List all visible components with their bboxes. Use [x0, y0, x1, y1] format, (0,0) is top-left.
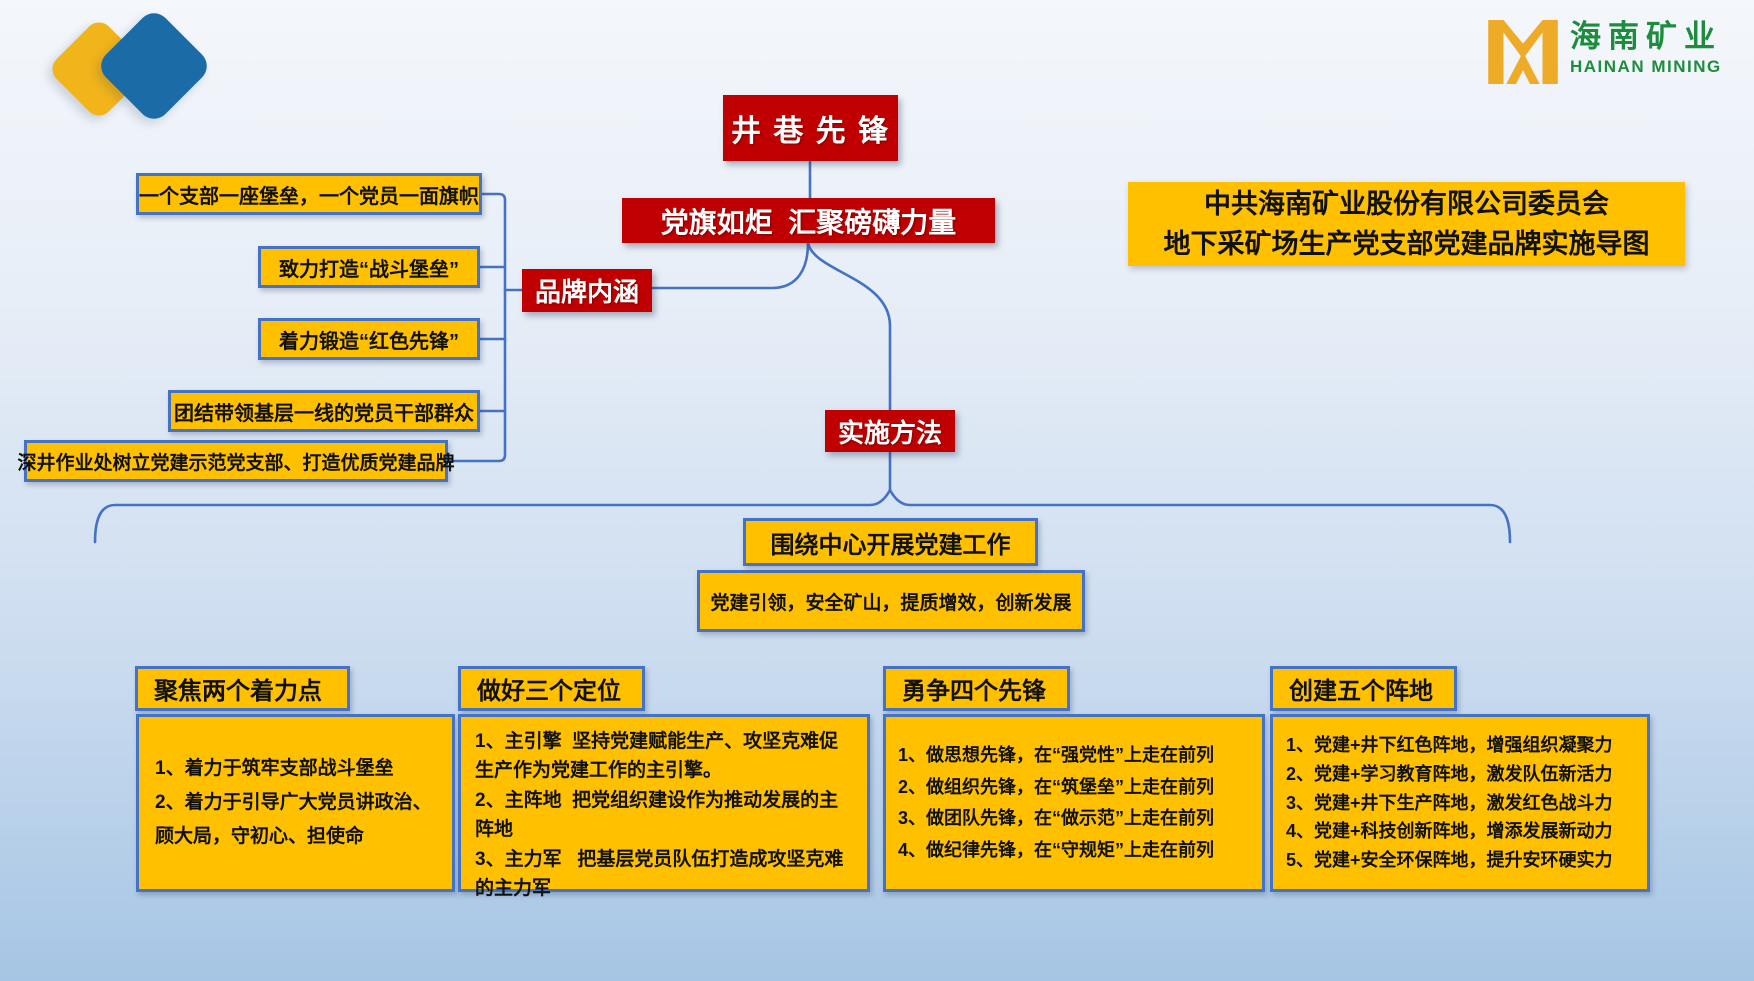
connector-slogan-brand [650, 241, 810, 290]
column-3-line-4: 4、做纪律先锋，在“守规矩”上走在前列 [898, 839, 1215, 860]
column-2-body: 1、主引擎 坚持党建赋能生产、攻坚克难促生产作为党建工作的主引擎。 2、主阵地 … [458, 714, 870, 899]
column-2-line-1: 1、主引擎 坚持党建赋能生产、攻坚克难促生产作为党建工作的主引擎。 [475, 731, 839, 782]
connector-slogan-method [806, 241, 892, 412]
center-subtitle-node: 党建引领，安全矿山，提质增效，创新发展 [697, 570, 1085, 632]
brand-item-2: 致力打造“战斗堡垒” [258, 246, 480, 288]
column-4-line-3: 3、党建+井下生产阵地，激发红色战斗力 [1286, 792, 1613, 813]
column-1-line-2: 2、着力于引导广大党员讲政治、顾大局，守初心、担使命 [155, 791, 432, 848]
column-1-body: 1、着力于筑牢支部战斗堡垒 2、着力于引导广大党员讲政治、顾大局，守初心、担使命 [136, 714, 455, 892]
method-label-node: 实施方法 [825, 410, 955, 452]
column-4-line-4: 4、党建+科技创新阵地，增添发展新动力 [1286, 821, 1613, 842]
company-logo-diamonds [40, 6, 220, 132]
column-3-header: 勇争四个先锋 [883, 666, 1070, 711]
column-4-line-1: 1、党建+井下红色阵地，增强组织凝聚力 [1286, 735, 1613, 755]
column-4-line-5: 5、党建+安全环保阵地，提升安环硬实力 [1286, 850, 1613, 871]
hm-monogram-icon [1488, 20, 1558, 84]
column-2-header: 做好三个定位 [458, 666, 645, 711]
logo-text-en: HAINAN MINING [1570, 57, 1722, 77]
hainan-mining-logo: 海南矿业 HAINAN MINING [1488, 19, 1722, 84]
column-3-body: 1、做思想先锋，在“强党性”上走在前列 2、做组织先锋，在“筑堡垒”上走在前列 … [883, 714, 1265, 892]
title-line-1: 中共海南矿业股份有限公司委员会 [1204, 188, 1609, 219]
column-1-line-1: 1、着力于筑牢支部战斗堡垒 [155, 757, 394, 779]
column-3-line-3: 3、做团队先锋，在“做示范”上走在前列 [898, 808, 1215, 828]
logo-text-cn: 海南矿业 [1570, 19, 1722, 54]
brand-item-1: 一个支部一座堡垒，一个党员一面旗帜 [136, 173, 482, 215]
title-line-2: 地下采矿场生产党支部党建品牌实施导图 [1163, 229, 1650, 259]
center-work-node: 围绕中心开展党建工作 [743, 518, 1038, 566]
brand-label-node: 品牌内涵 [522, 269, 652, 312]
brand-item-5: 深井作业处树立党建示范党支部、打造优质党建品牌 [18, 440, 455, 482]
brand-item-3: 着力锻造“红色先锋” [258, 318, 480, 360]
brand-item-4: 团结带领基层一线的党员干部群众 [168, 390, 480, 432]
column-3-line-1: 1、做思想先锋，在“强党性”上走在前列 [898, 745, 1215, 765]
column-4-line-2: 2、党建+学习教育阵地，激发队伍新活力 [1286, 763, 1613, 784]
brace-wide [93, 487, 1512, 544]
slogan-node: 党旗如炬 汇聚磅礴力量 [622, 198, 995, 243]
column-3-line-2: 2、做组织先锋，在“筑堡垒”上走在前列 [898, 776, 1215, 797]
column-4-body: 1、党建+井下红色阵地，增强组织凝聚力 2、党建+学习教育阵地，激发队伍新活力 … [1270, 714, 1650, 892]
root-node: 井 巷 先 锋 [723, 95, 898, 161]
logo-text: 海南矿业 HAINAN MINING [1570, 19, 1722, 77]
column-4-header: 创建五个阵地 [1270, 666, 1457, 711]
column-2-line-3: 3、主力军 把基层党员队伍打造成攻坚克难的主力军 [475, 848, 844, 900]
column-2-line-2: 2、主阵地 把党组织建设作为推动发展的主阵地 [475, 789, 839, 841]
column-1-header: 聚焦两个着力点 [135, 666, 350, 711]
main-title-box: 中共海南矿业股份有限公司委员会 地下采矿场生产党支部党建品牌实施导图 [1128, 182, 1685, 266]
connector-brand-bracket [446, 192, 507, 463]
